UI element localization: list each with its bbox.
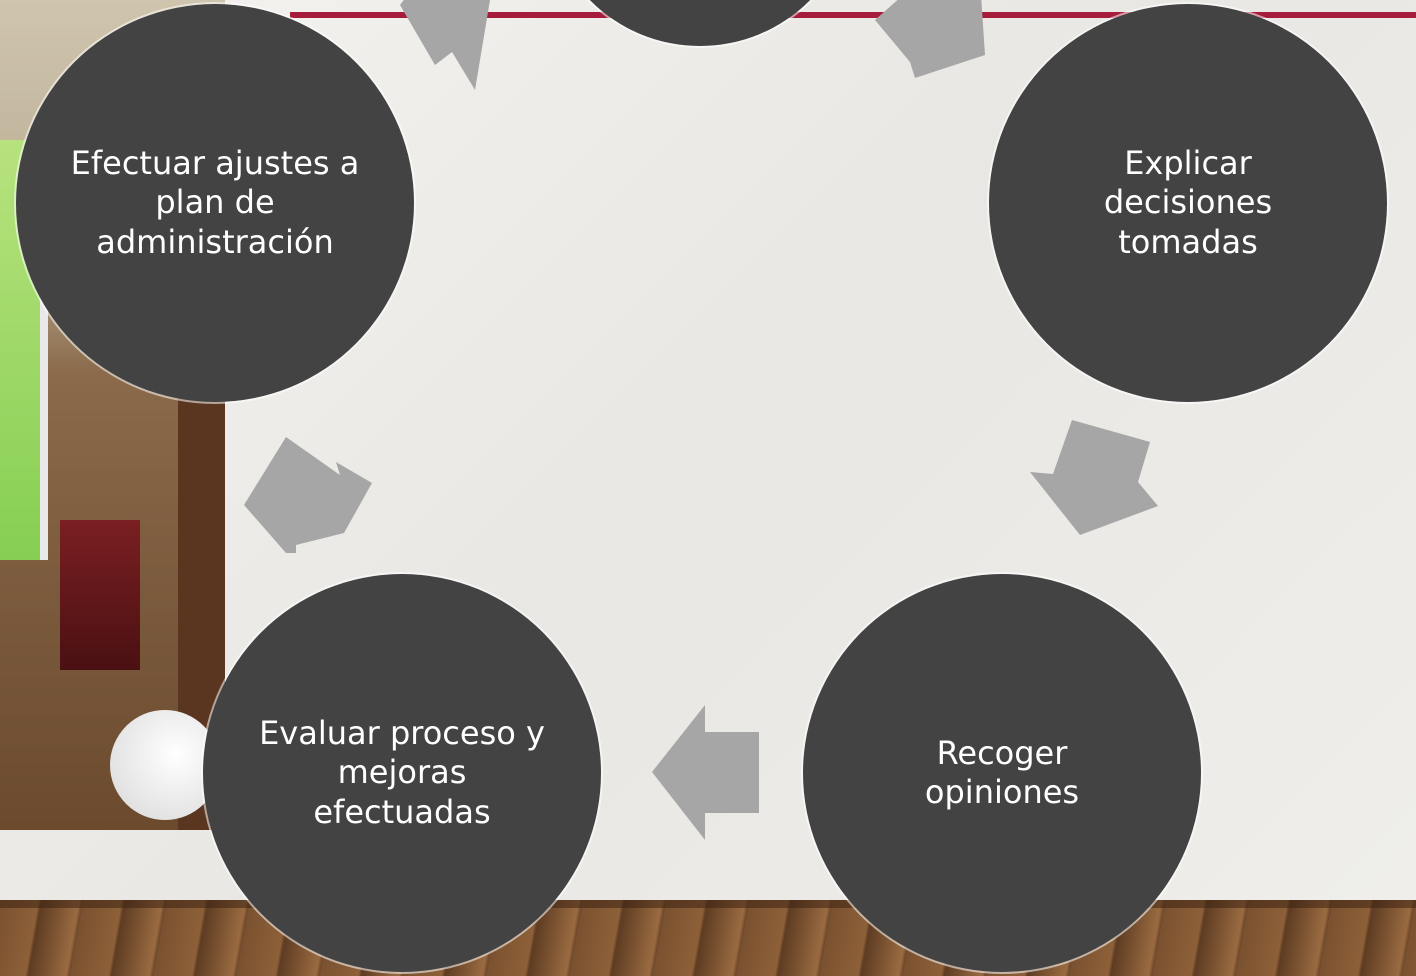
cycle-node-recoger: Recoger opiniones — [803, 574, 1201, 972]
arrow-recoger-to-evaluar-icon — [652, 705, 762, 840]
node-label: Explicar decisiones tomadas — [1103, 144, 1273, 261]
fan — [110, 710, 220, 820]
node-label: Recoger opiniones — [924, 733, 1080, 811]
chairs — [60, 520, 140, 670]
cycle-node-explicar: Explicar decisiones tomadas — [989, 4, 1387, 402]
cycle-node-ajustes: Efectuar ajustes a plan de administració… — [16, 4, 414, 402]
wood-floor-image — [0, 900, 1416, 976]
arrow-evaluar-to-ajustes-icon — [244, 435, 379, 560]
node-label: Efectuar ajustes a plan de administració… — [70, 144, 360, 261]
accent-line — [290, 12, 1416, 18]
node-label: Evaluar proceso y mejoras efectuadas — [259, 714, 545, 831]
arrow-top-to-explicar-icon — [870, 0, 1000, 90]
arrow-ajustes-to-top-icon — [380, 0, 520, 110]
cycle-node-evaluar: Evaluar proceso y mejoras efectuadas — [203, 574, 601, 972]
floor-shadow — [0, 900, 1416, 908]
arrow-explicar-to-recoger-icon — [1030, 420, 1160, 540]
